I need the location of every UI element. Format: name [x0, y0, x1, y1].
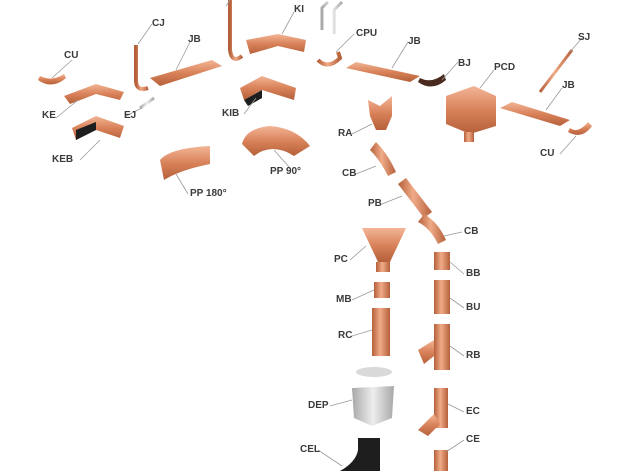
- rc-pipe: [372, 308, 390, 356]
- cpu-hook: [316, 51, 343, 67]
- label-ke: KE: [42, 110, 56, 121]
- cb-bend-lower: [418, 214, 446, 244]
- label-kib: KIB: [222, 108, 239, 119]
- label-cu-left: CU: [64, 50, 78, 61]
- keb-dark-face: [76, 122, 96, 140]
- label-pp180: PP 180°: [190, 188, 227, 199]
- pc-cone: [362, 228, 406, 262]
- label-ra: RA: [338, 128, 352, 139]
- sj-rod: [538, 49, 574, 93]
- hanger-top-center: [228, 0, 244, 61]
- label-mb: MB: [336, 294, 352, 305]
- ec-spout: [418, 414, 440, 436]
- label-sj: SJ: [578, 32, 590, 43]
- label-bb: BB: [466, 268, 480, 279]
- mb-socket: [374, 282, 390, 298]
- pp90-plate: [242, 126, 310, 156]
- label-pc: PC: [334, 254, 348, 265]
- cu-end-cap-right: [568, 122, 592, 135]
- label-cj: CJ: [152, 18, 165, 29]
- rb-branch-pipe: [434, 324, 450, 370]
- cpu-brackets: [320, 0, 344, 34]
- ec-pipe: [434, 388, 448, 428]
- bj-joint: [418, 74, 446, 87]
- label-cb-lower: CB: [464, 226, 478, 237]
- label-ej: EJ: [124, 110, 136, 121]
- dep-body: [352, 386, 394, 426]
- ra-outlet: [368, 96, 392, 130]
- label-pp90: PP 90°: [270, 166, 301, 177]
- label-cel: CEL: [300, 444, 320, 455]
- label-cb-upper: CB: [342, 168, 356, 179]
- pcd-box: [446, 86, 496, 134]
- cu-end-cap-left: [38, 74, 66, 85]
- label-keb: KEB: [52, 154, 73, 165]
- label-cu-right: CU: [540, 148, 554, 159]
- label-cpu: CPU: [356, 28, 377, 39]
- pc-neck: [376, 262, 390, 272]
- label-rb: RB: [466, 350, 480, 361]
- label-ec: EC: [466, 406, 480, 417]
- ej-part: [139, 96, 155, 110]
- cj-hanger: [134, 45, 149, 91]
- dep-lid: [356, 367, 392, 377]
- ki-inner-corner: [246, 34, 306, 54]
- kib-corner: [240, 76, 296, 100]
- label-jb-top-left: JB: [188, 34, 201, 45]
- label-ce: CE: [466, 434, 480, 445]
- label-bu: BU: [466, 302, 480, 313]
- ce-pipe: [434, 450, 448, 471]
- label-pb: PB: [368, 198, 382, 209]
- bb-bracket: [434, 252, 450, 270]
- label-bj: BJ: [458, 58, 471, 69]
- label-ki: KI: [294, 4, 304, 15]
- label-jb-mid: JB: [408, 36, 421, 47]
- jb-gutter-top-left: [150, 60, 222, 86]
- label-dep: DEP: [308, 400, 329, 411]
- label-jb-right: JB: [562, 80, 575, 91]
- bu-pipe: [434, 280, 450, 314]
- kib-dark-face: [244, 90, 262, 106]
- pp180-plate: [160, 146, 210, 180]
- jb-gutter-right: [500, 102, 570, 126]
- ke-outer-corner: [64, 84, 124, 104]
- jb-gutter-mid: [346, 62, 420, 82]
- cb-bend-upper: [370, 142, 396, 176]
- label-rc: RC: [338, 330, 352, 341]
- rb-branch-arm: [418, 340, 434, 364]
- label-pcd: PCD: [494, 62, 515, 73]
- pb-pipe: [398, 178, 432, 218]
- leader-lines: [51, 0, 583, 467]
- cel-elbow: [340, 438, 380, 471]
- pcd-outlet: [464, 132, 474, 142]
